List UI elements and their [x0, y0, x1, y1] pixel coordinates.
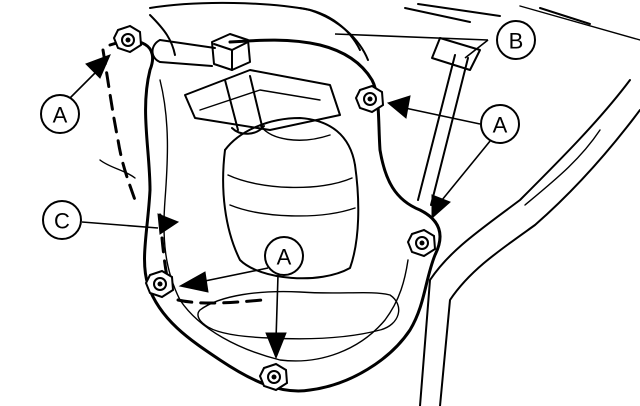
leader-b	[334, 33, 489, 59]
shift-lever-icon	[151, 33, 360, 280]
leader-a-bottom-left	[178, 267, 269, 293]
leader-a-left	[67, 54, 111, 101]
callout-a-bottom: A	[264, 236, 304, 276]
nut-right-lower	[406, 228, 437, 258]
callout-c: C	[42, 200, 82, 240]
callout-a-right-label: A	[493, 113, 508, 138]
nut-right-upper	[354, 84, 385, 114]
leader-a-right-lower	[431, 134, 496, 220]
callout-a-left-label: A	[53, 103, 68, 128]
cover-plate	[101, 38, 442, 393]
housing-outline	[99, 1, 640, 406]
callout-a-left: A	[40, 94, 80, 134]
nut-top-left	[112, 24, 143, 54]
leader-c	[81, 213, 180, 235]
callout-a-right: A	[480, 104, 520, 144]
leader-a-right-upper	[386, 95, 481, 125]
callout-a-bottom-label: A	[277, 245, 292, 270]
callout-b: B	[496, 20, 536, 60]
leader-a-bottom	[265, 274, 287, 360]
nut-bottom	[258, 362, 289, 392]
callout-c-label: C	[54, 209, 70, 234]
callout-b-label: B	[509, 29, 524, 54]
nut-left-lower	[144, 269, 175, 299]
